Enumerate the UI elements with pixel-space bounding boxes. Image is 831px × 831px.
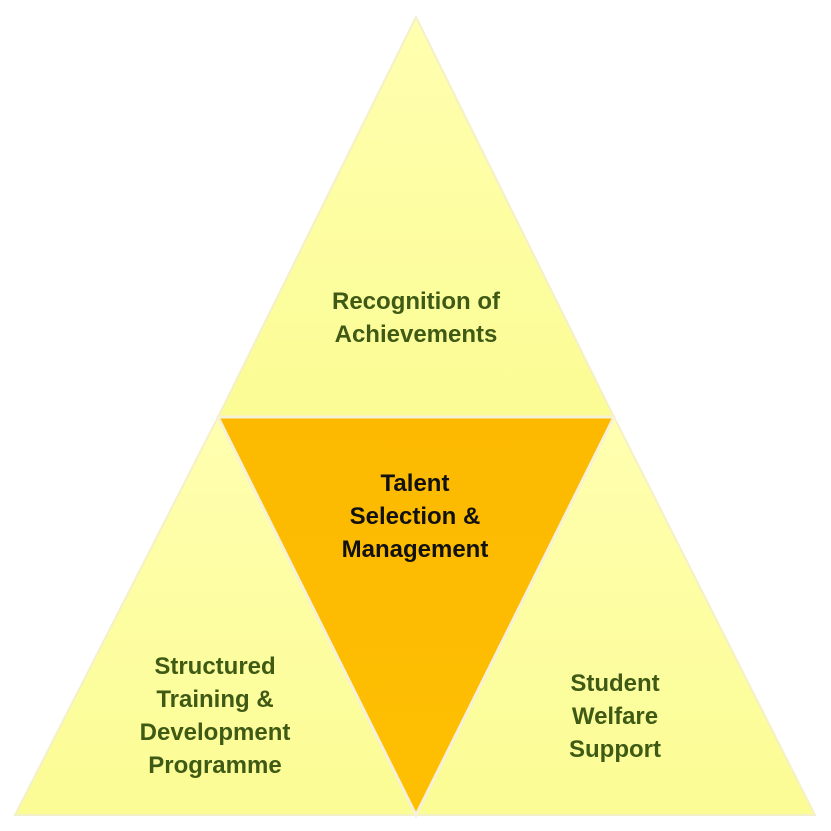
label-structured-training-development-programme: Structured Training & Development Progra…: [90, 650, 340, 782]
label-line: Achievements: [334, 321, 498, 348]
label-line: Welfare: [571, 703, 659, 730]
label-line: Selection &: [349, 503, 481, 530]
label-line: Student: [570, 670, 660, 697]
label-line: Development: [139, 719, 291, 746]
label-line: Talent: [380, 470, 450, 497]
label-talent-selection-management: Talent Selection & Management: [290, 467, 540, 566]
label-line: Management: [341, 536, 489, 563]
label-line: Training &: [156, 686, 274, 713]
label-student-welfare-support: Student Welfare Support: [515, 667, 715, 766]
label-line: Programme: [148, 752, 282, 779]
label-line: Recognition of: [332, 288, 500, 315]
label-line: Support: [569, 736, 661, 763]
label-recognition-of-achievements: Recognition of Achievements: [266, 285, 566, 351]
label-line: Structured: [154, 653, 276, 680]
triangle-center: [215, 415, 617, 819]
triangle-top: [216, 14, 616, 418]
